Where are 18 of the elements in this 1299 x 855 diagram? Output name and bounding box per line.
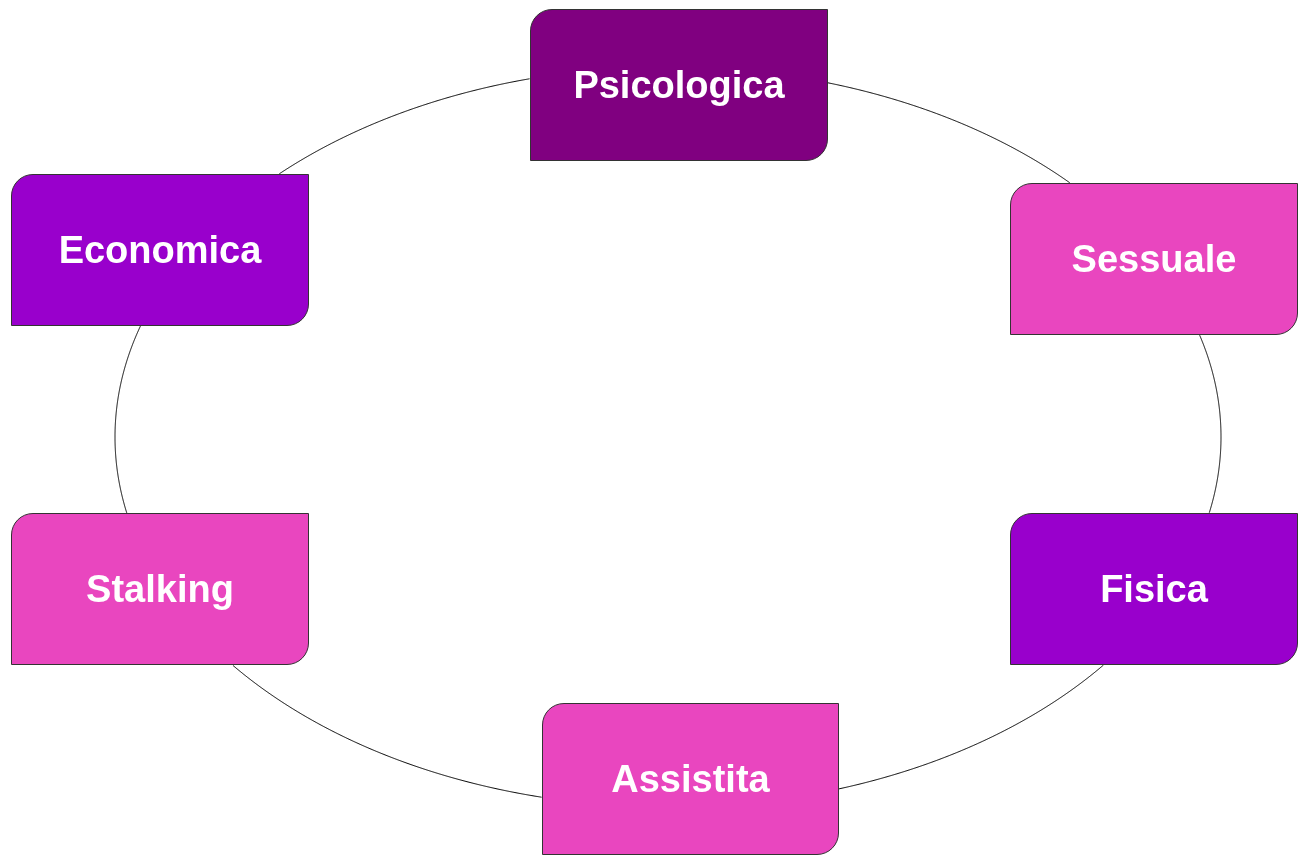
- category-label: Economica: [58, 228, 262, 272]
- connector-arc: [1199, 334, 1222, 514]
- category-label: Psicologica: [573, 63, 785, 107]
- connector-arc: [827, 82, 1071, 184]
- category-box: [1010, 183, 1298, 335]
- connector-arc: [114, 325, 141, 514]
- category-label: Stalking: [86, 567, 234, 611]
- connector-arc: [278, 78, 531, 175]
- category-box: [542, 703, 839, 855]
- category-box: [11, 513, 309, 665]
- category-box: [1010, 513, 1298, 665]
- connector-arc: [838, 664, 1104, 790]
- category-label: Fisica: [1100, 567, 1208, 611]
- category-box: [530, 9, 828, 161]
- category-label: Sessuale: [1071, 237, 1237, 281]
- category-box: [11, 174, 309, 326]
- category-label: Assistita: [611, 757, 770, 801]
- connector-arc: [232, 664, 543, 798]
